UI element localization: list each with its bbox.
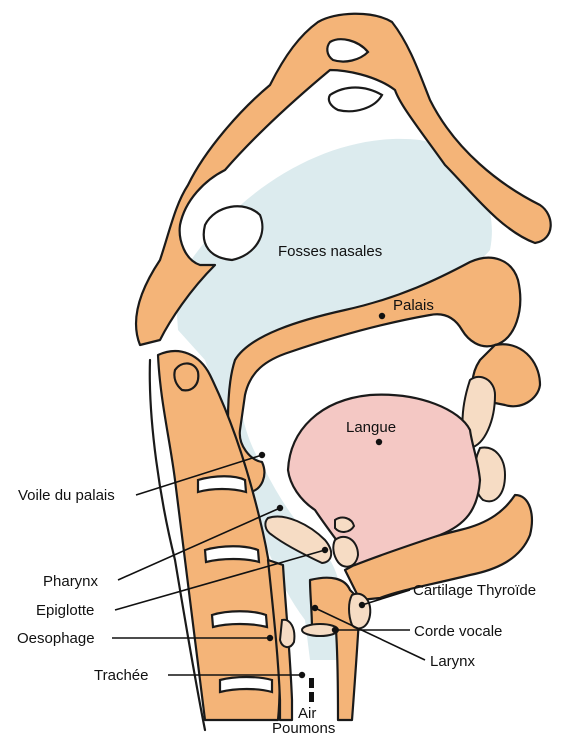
- intervertebral-disc-2: [205, 546, 259, 562]
- frontal-sinus-lower: [329, 88, 382, 112]
- hyoid-bone: [335, 518, 354, 532]
- label-cartilage-thyroide: Cartilage Thyroïde: [413, 582, 536, 599]
- intervertebral-disc-4: [220, 677, 272, 692]
- dot-palais: [379, 313, 385, 319]
- intervertebral-disc-3: [212, 611, 267, 627]
- dot-oesophage: [267, 635, 273, 641]
- label-corde-vocale: Corde vocale: [414, 623, 502, 640]
- label-poumons: Poumons: [272, 720, 335, 737]
- label-trachee: Trachée: [94, 667, 148, 684]
- label-fosses-nasales: Fosses nasales: [278, 243, 382, 260]
- dot-langue: [376, 439, 382, 445]
- dot-epiglotte: [322, 547, 328, 553]
- dot-voile: [259, 452, 265, 458]
- label-larynx: Larynx: [430, 653, 476, 670]
- dot-corde: [332, 627, 338, 633]
- dot-cartilage: [359, 602, 365, 608]
- intervertebral-disc-1: [198, 476, 246, 492]
- label-voile-du-palais: Voile du palais: [18, 487, 115, 504]
- hyoid-body: [333, 537, 358, 567]
- label-epiglotte: Epiglotte: [36, 602, 94, 619]
- label-palais: Palais: [393, 297, 434, 314]
- dot-larynx: [312, 605, 318, 611]
- dot-trachee: [299, 672, 305, 678]
- thyroid-cartilage: [349, 594, 370, 629]
- air-flow-arrow-bottom: [309, 692, 314, 702]
- air-flow-arrow-top: [309, 678, 314, 688]
- label-pharynx: Pharynx: [43, 573, 99, 590]
- arytenoid-cartilage: [280, 620, 294, 647]
- dot-pharynx: [277, 505, 283, 511]
- label-oesophage: Oesophage: [17, 630, 95, 647]
- soft-palate: [174, 363, 198, 390]
- label-langue: Langue: [346, 419, 396, 436]
